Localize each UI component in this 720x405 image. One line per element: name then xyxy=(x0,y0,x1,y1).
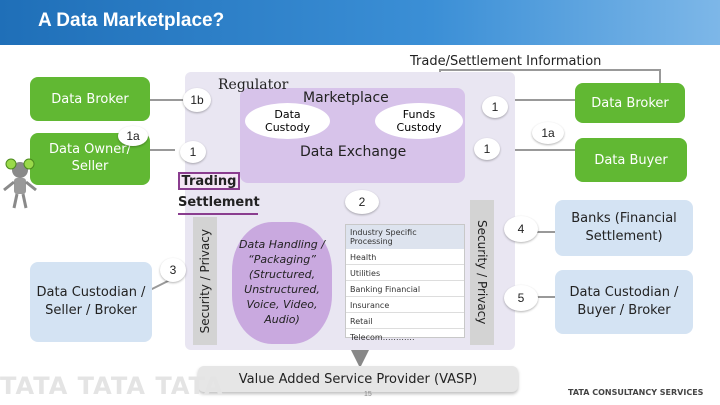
step-1b: 1b xyxy=(183,88,211,112)
step-5: 5 xyxy=(504,285,538,311)
step-1-right-top: 1 xyxy=(482,96,508,118)
left-data-custodian: Data Custodian / Seller / Broker xyxy=(30,262,152,342)
security-bar-left: Security / Privacy xyxy=(193,217,217,345)
security-left-label: Security / Privacy xyxy=(198,228,212,334)
right-data-custodian: Data Custodian / Buyer / Broker xyxy=(555,270,693,334)
security-bar-right: Security / Privacy xyxy=(470,200,494,345)
industry-table: Industry Specific Processing Health Util… xyxy=(345,224,465,342)
vasp-bar: Value Added Service Provider (VASP) xyxy=(198,366,518,392)
industry-row: Health xyxy=(346,249,464,265)
funds-custody-node: Funds Custody xyxy=(375,103,463,139)
trade-settlement-label: Trade/Settlement Information xyxy=(410,54,602,69)
industry-row: Telecom………… xyxy=(350,333,415,342)
regulator-label: Regulator xyxy=(218,77,289,93)
tata-watermark: TATA TATA TATA xyxy=(0,372,224,400)
step-4: 4 xyxy=(504,216,538,242)
step-1-left: 1 xyxy=(180,141,206,163)
marketplace-label: Marketplace xyxy=(303,90,389,106)
step-3: 3 xyxy=(160,258,186,282)
industry-header: Industry Specific Processing xyxy=(346,225,464,249)
right-banks: Banks (Financial Settlement) xyxy=(555,200,693,256)
title-bar xyxy=(0,0,720,45)
step-1-right-mid: 1 xyxy=(474,138,500,160)
page-title: A Data Marketplace? xyxy=(38,10,225,31)
industry-row: Insurance xyxy=(346,297,464,313)
step-2: 2 xyxy=(345,190,379,214)
data-exchange-label: Data Exchange xyxy=(300,144,407,160)
page-number: 15 xyxy=(364,391,372,398)
settlement-label: Settlement xyxy=(178,195,260,215)
vasp-label: Value Added Service Provider (VASP) xyxy=(238,371,478,387)
left-data-broker: Data Broker xyxy=(30,77,150,121)
security-right-label: Security / Privacy xyxy=(475,220,489,325)
trading-box: Trading xyxy=(178,172,240,190)
right-data-buyer: Data Buyer xyxy=(575,138,687,182)
data-handling-node: Data Handling / “Packaging” (Structured,… xyxy=(232,222,332,344)
industry-row: Utilities xyxy=(346,265,464,281)
person-icon xyxy=(3,158,37,209)
data-custody-node: Data Custody xyxy=(245,103,330,139)
right-data-broker: Data Broker xyxy=(575,83,685,123)
industry-row: Banking Financial xyxy=(346,281,464,297)
step-1a-right: 1a xyxy=(532,122,564,144)
industry-row: Retail xyxy=(346,313,464,329)
tcs-logo: TATA CONSULTANCY SERVICES xyxy=(568,388,704,397)
step-1a-left: 1a xyxy=(118,126,148,146)
